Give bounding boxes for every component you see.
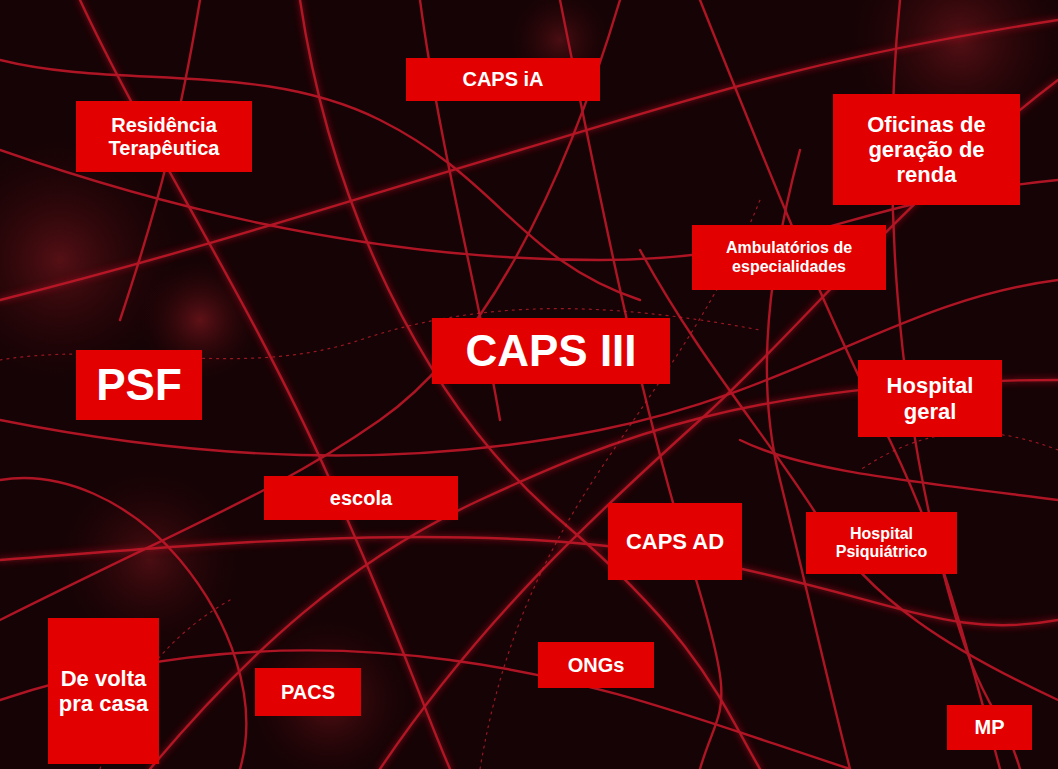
service-label: Oficinas de geração de renda [840, 112, 1013, 188]
service-box: De volta pra casa [48, 618, 159, 764]
service-label: De volta pra casa [55, 666, 152, 717]
service-box: MP [947, 705, 1032, 750]
service-box: ONGs [538, 642, 654, 688]
service-box: Hospital Psiquiátrico [806, 512, 957, 574]
service-label: CAPS III [465, 326, 636, 377]
service-label: Ambulatórios de especialidades [699, 239, 879, 276]
service-box: Hospital geral [858, 360, 1002, 437]
service-label: PSF [96, 360, 182, 411]
service-box: escola [264, 476, 458, 520]
service-box: Residência Terapêutica [76, 101, 252, 172]
service-label: CAPS AD [626, 529, 724, 554]
service-box: PSF [76, 350, 202, 420]
service-box: CAPS AD [608, 503, 742, 580]
service-box: CAPS III [432, 318, 670, 384]
service-label: Hospital geral [865, 373, 995, 424]
service-label: Residência Terapêutica [83, 114, 245, 160]
service-box: CAPS iA [406, 58, 600, 101]
service-box: Ambulatórios de especialidades [692, 225, 886, 290]
service-box: Oficinas de geração de renda [833, 94, 1020, 205]
service-label: PACS [281, 681, 335, 704]
service-label: ONGs [568, 654, 625, 677]
service-label: MP [975, 716, 1005, 739]
service-label: CAPS iA [462, 68, 543, 91]
service-label: Hospital Psiquiátrico [813, 525, 950, 562]
service-label: escola [330, 487, 392, 510]
service-box: PACS [255, 668, 361, 716]
